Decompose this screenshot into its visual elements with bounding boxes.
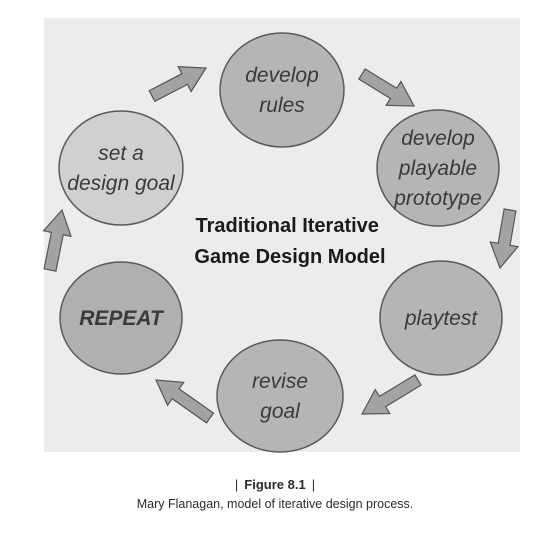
arrow-playtest-to-revise (360, 374, 422, 415)
diagram-title-line-1: Traditional Iterative (196, 215, 379, 237)
diagram-title-line-2: Game Design Model (194, 246, 385, 268)
caption-figure-label: Figure 8.1 (244, 477, 306, 492)
arrow-revise-to-repeat (155, 379, 215, 424)
caption-separator-left: | (234, 477, 239, 492)
node-circle-playtest (379, 260, 503, 376)
node-circle-set-goal (58, 110, 184, 226)
node-label-revise-goal-2: goal (260, 400, 301, 423)
node-playtest: playtest (379, 260, 503, 376)
caption-separator-right: | (311, 477, 316, 492)
node-label-develop-prototype-1: develop (401, 127, 475, 150)
arrow-set-goal-to-rules (148, 65, 208, 103)
cycle-nodes: develop rules develop playable prototype play… (58, 32, 503, 453)
node-circle-repeat (59, 261, 183, 375)
arrow-prototype-to-playtest (489, 208, 520, 270)
node-label-develop-rules-2: rules (259, 94, 305, 117)
node-revise-goal: revise goal (216, 339, 344, 453)
node-develop-rules: develop rules (219, 32, 345, 148)
node-label-set-goal-2: design goal (67, 172, 176, 195)
node-label-develop-prototype-2: playable (398, 157, 477, 180)
figure-caption: | Figure 8.1 | Mary Flanagan, model of ite… (0, 476, 550, 514)
diagram-title: Traditional Iterative Game Design Model (194, 215, 385, 268)
node-repeat: REPEAT (59, 261, 183, 375)
node-label-develop-prototype-3: prototype (393, 187, 482, 210)
node-label-playtest-1: playtest (404, 307, 479, 330)
node-label-revise-goal-1: revise (252, 370, 308, 393)
node-circle-develop-prototype (376, 109, 500, 227)
cycle-arrows (42, 65, 520, 424)
caption-figure-line: | Figure 8.1 | (0, 476, 550, 494)
node-circle-revise-goal (216, 339, 344, 453)
node-label-set-goal-1: set a (98, 142, 144, 165)
caption-text: Mary Flanagan, model of iterative design… (136, 497, 414, 511)
node-label-develop-rules-1: develop (245, 64, 319, 87)
node-label-repeat-1: REPEAT (79, 307, 165, 330)
node-develop-prototype: develop playable prototype (376, 109, 500, 227)
arrow-repeat-to-set-goal (42, 208, 72, 272)
arrow-rules-to-prototype (358, 68, 416, 107)
node-set-goal: set a design goal (58, 110, 184, 226)
node-circle-develop-rules (219, 32, 345, 148)
